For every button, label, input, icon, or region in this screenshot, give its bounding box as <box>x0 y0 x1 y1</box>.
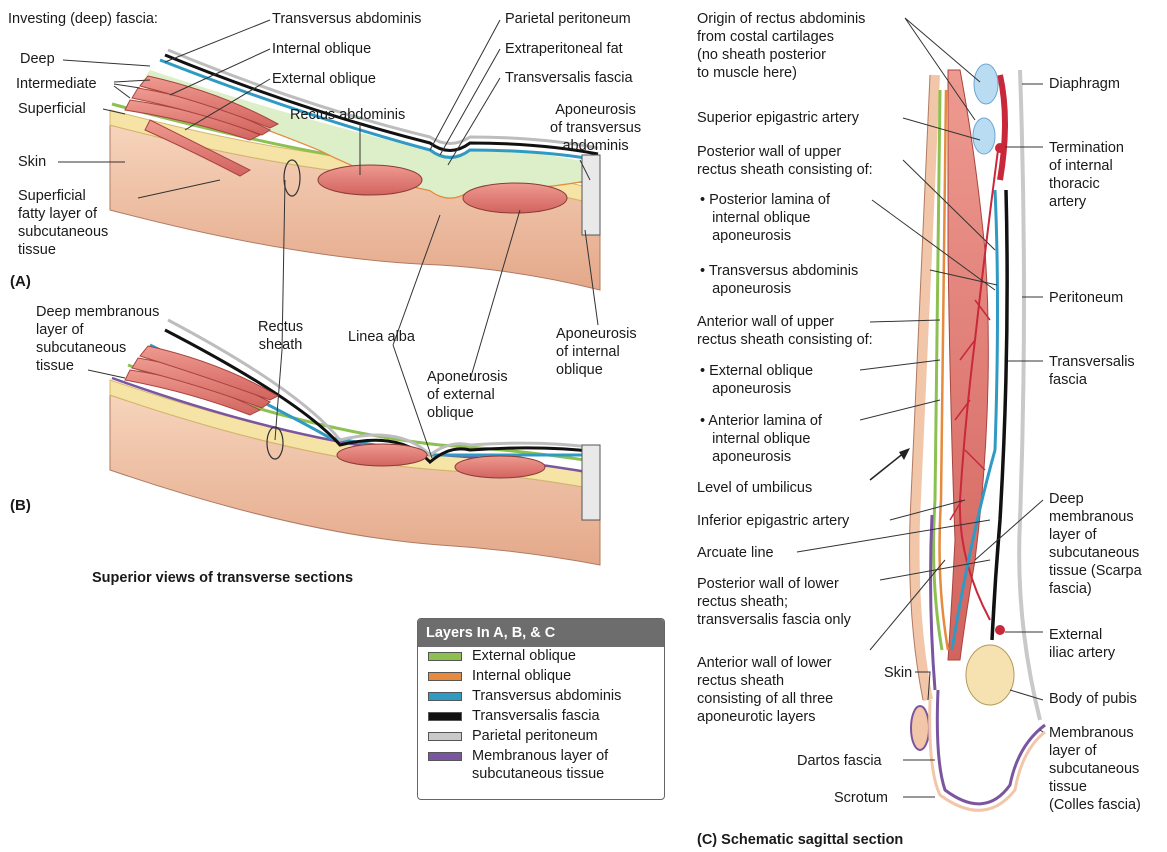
legend-label: Parietal peritoneum <box>472 727 598 745</box>
label-body-pubis: Body of pubis <box>1049 690 1137 708</box>
skin-layer-b <box>110 395 600 565</box>
legend-label: Membranous layer of subcutaneous tissue <box>472 747 608 783</box>
legend-item: Transversalis fascia <box>418 707 664 727</box>
costal-cartilage-1 <box>974 64 998 104</box>
legend-swatch <box>428 652 462 661</box>
label-transversus-abdominis: Transversus abdominis <box>272 10 421 28</box>
label-rectus-abdominis: Rectus abdominis <box>290 106 405 124</box>
sagittal-section-c <box>870 64 1045 810</box>
legend-item: Parietal peritoneum <box>418 727 664 747</box>
rectus-belly-left-a <box>318 165 422 195</box>
peritoneum-line-c <box>1019 70 1040 720</box>
rectus-belly-right-b <box>455 456 545 478</box>
label-aponeurosis-external: Aponeurosis of external oblique <box>427 368 508 422</box>
legend-label: Transversalis fascia <box>472 707 600 725</box>
legend-item: Membranous layer of subcutaneous tissue <box>418 747 664 785</box>
label-anterior-upper-sheath: Anterior wall of upper rectus sheath con… <box>697 313 873 349</box>
label-level-umbilicus: Level of umbilicus <box>697 479 812 497</box>
label-posterior-lower-sheath: Posterior wall of lower rectus sheath; t… <box>697 575 851 629</box>
legend-title: Layers In A, B, & C <box>418 619 664 647</box>
legend-item: External oblique <box>418 647 664 667</box>
label-transversalis-fascia-a: Transversalis fascia <box>505 69 633 87</box>
label-skin-a: Skin <box>18 153 46 171</box>
section-b <box>110 320 600 565</box>
label-intermediate: Intermediate <box>16 75 97 93</box>
external-iliac-artery-dot <box>995 625 1005 635</box>
label-posterior-upper-sheath: Posterior wall of upper rectus sheath co… <box>697 143 873 179</box>
legend-label: External oblique <box>472 647 576 665</box>
legend-label: Transversus abdominis <box>472 687 621 705</box>
label-scrotum: Scrotum <box>834 789 888 807</box>
label-anterior-lamina: • Anterior lamina of internal oblique ap… <box>700 412 822 466</box>
costal-cartilage-2 <box>973 118 995 154</box>
label-scarpa-fascia: Deep membranous layer of subcutaneous ti… <box>1049 490 1142 598</box>
label-internal-oblique: Internal oblique <box>272 40 371 58</box>
label-transversalis-fascia-c: Transversalis fascia <box>1049 353 1135 389</box>
label-external-oblique: External oblique <box>272 70 376 88</box>
umbilicus-arrowhead <box>899 448 910 460</box>
label-skin-c: Skin <box>884 664 912 682</box>
label-deep-membranous-b: Deep membranous layer of subcutaneous ti… <box>36 303 159 375</box>
legend-item: Internal oblique <box>418 667 664 687</box>
panel-tag-a: (A) <box>10 273 31 291</box>
label-aponeurosis-transversus: Aponeurosis of transversus abdominis <box>550 101 641 155</box>
legend-label: Internal oblique <box>472 667 571 685</box>
legend-swatch <box>428 732 462 741</box>
label-linea-alba: Linea alba <box>348 328 415 346</box>
internal-thoracic-artery-end <box>995 143 1005 153</box>
internal-oblique-line-c <box>940 90 948 650</box>
rectus-belly-left-b <box>337 444 427 466</box>
scrotum-c <box>937 690 1045 804</box>
label-peritoneum-c: Peritoneum <box>1049 289 1123 307</box>
caption-sagittal-section: (C) Schematic sagittal section <box>697 831 903 849</box>
label-parietal-peritoneum: Parietal peritoneum <box>505 10 631 28</box>
label-dartos-fascia: Dartos fascia <box>797 752 882 770</box>
label-fatty-layer: Superficial fatty layer of subcutaneous … <box>18 187 108 259</box>
scrotum-skin-c <box>930 700 1045 810</box>
diaphragm-c <box>1000 75 1005 180</box>
label-extraperitoneal-fat: Extraperitoneal fat <box>505 40 623 58</box>
rectus-belly-right-a <box>463 183 567 213</box>
pubis-bone-c <box>966 645 1014 705</box>
legend-swatch <box>428 672 462 681</box>
label-aponeurosis-internal: Aponeurosis of internal oblique <box>556 325 637 379</box>
label-colles-fascia: Membranous layer of subcutaneous tissue … <box>1049 724 1141 814</box>
dartos-ring-c <box>911 706 929 750</box>
umbilicus-arrow <box>870 452 905 480</box>
caption-transverse-sections: Superior views of transverse sections <box>92 569 353 587</box>
legend-swatch <box>428 712 462 721</box>
label-arcuate-line: Arcuate line <box>697 544 774 562</box>
label-rectus-sheath: Rectus sheath <box>258 318 303 354</box>
label-superior-epigastric: Superior epigastric artery <box>697 109 859 127</box>
label-termination-internal-thoracic: Termination of internal thoracic artery <box>1049 139 1124 211</box>
label-investing-fascia: Investing (deep) fascia: <box>8 10 158 28</box>
panel-tag-b: (B) <box>10 497 31 515</box>
label-inferior-epigastric: Inferior epigastric artery <box>697 512 849 530</box>
transversalis-line-c <box>992 190 1007 640</box>
label-superficial: Superficial <box>18 100 86 118</box>
label-anterior-lower-sheath: Anterior wall of lower rectus sheath con… <box>697 654 833 726</box>
layer-edges-b <box>582 445 600 520</box>
label-external-aponeurosis: • External oblique aponeurosis <box>700 362 813 398</box>
label-external-iliac: External iliac artery <box>1049 626 1115 662</box>
legend-swatch <box>428 752 462 761</box>
legend-swatch <box>428 692 462 701</box>
rectus-muscle-c <box>948 70 988 660</box>
legend-item: Transversus abdominis <box>418 687 664 707</box>
label-diaphragm: Diaphragm <box>1049 75 1120 93</box>
label-posterior-lamina: • Posterior lamina of internal oblique a… <box>700 191 830 245</box>
layer-edges-a <box>582 155 600 235</box>
label-origin-rectus: Origin of rectus abdominis from costal c… <box>697 10 865 82</box>
label-transversus-aponeurosis: • Transversus abdominis aponeurosis <box>700 262 858 298</box>
label-deep: Deep <box>20 50 55 68</box>
